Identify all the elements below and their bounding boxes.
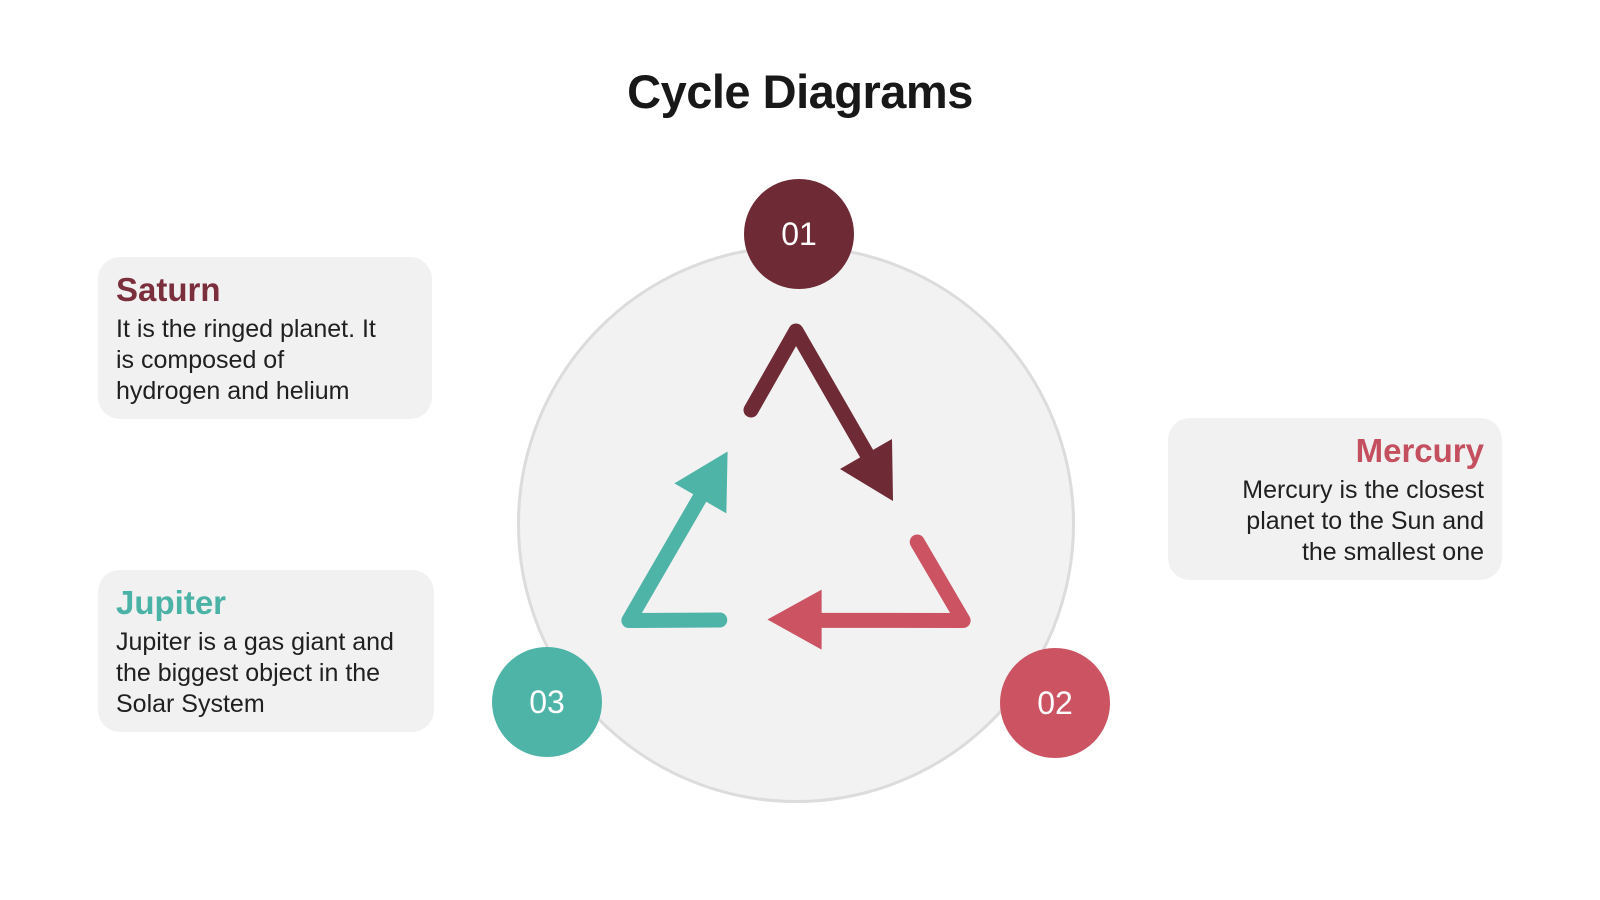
arrow-step-1-icon bbox=[743, 323, 893, 501]
card-text-line: It is the ringed planet. It bbox=[116, 315, 376, 343]
cycle-arrows bbox=[621, 323, 971, 650]
step-badge-02: 02 bbox=[1000, 648, 1110, 758]
card-text-line: hydrogen and helium bbox=[116, 377, 350, 405]
step-number: 02 bbox=[1037, 684, 1073, 721]
card-jupiter: Jupiter Jupiter is a gas giant and the b… bbox=[98, 570, 434, 732]
card-text-line: the smallest one bbox=[1301, 538, 1484, 566]
step-badge-03: 03 bbox=[492, 647, 602, 757]
card-text-line: the biggest object in the bbox=[116, 659, 381, 687]
step-number: 03 bbox=[529, 683, 565, 720]
arrow-step-2-icon bbox=[767, 534, 971, 650]
card-mercury-title: Mercury bbox=[1355, 432, 1484, 469]
card-jupiter-title: Jupiter bbox=[116, 584, 227, 621]
card-jupiter-body: Jupiter is a gas giant and the biggest o… bbox=[116, 627, 416, 720]
card-mercury-body: Mercury is the closest planet to the Sun… bbox=[1186, 475, 1484, 568]
card-text-line: Jupiter is a gas giant and bbox=[116, 628, 394, 656]
card-saturn-title: Saturn bbox=[116, 271, 221, 308]
card-saturn-body: It is the ringed planet. It is composed … bbox=[116, 314, 414, 407]
step-badge-01: 01 bbox=[744, 179, 854, 289]
card-text-line: is composed of bbox=[116, 346, 285, 374]
card-saturn: Saturn It is the ringed planet. It is co… bbox=[98, 257, 432, 419]
arrow-step-3-icon bbox=[621, 451, 728, 628]
card-text-line: Solar System bbox=[116, 690, 265, 718]
card-text-line: Mercury is the closest bbox=[1242, 476, 1484, 504]
step-number: 01 bbox=[781, 215, 817, 252]
card-text-line: planet to the Sun and bbox=[1246, 507, 1484, 535]
page-title: Cycle Diagrams bbox=[627, 65, 973, 118]
card-mercury: Mercury Mercury is the closest planet to… bbox=[1168, 418, 1502, 580]
